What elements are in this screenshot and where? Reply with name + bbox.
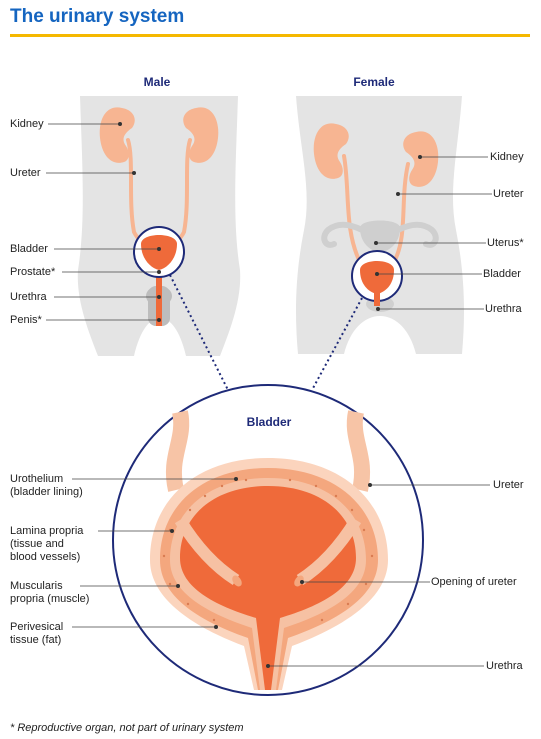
label-muscularis: Muscularis	[10, 580, 63, 592]
female-label-bladder: Bladder	[483, 268, 521, 280]
label-bladder-ureter: Ureter	[493, 479, 524, 491]
label-bladder-urethra: Urethra	[486, 660, 524, 672]
female-label-ureter: Ureter	[493, 188, 524, 200]
female-urethra	[374, 292, 380, 306]
female-label-urethra: Urethra	[485, 303, 523, 315]
label-lamina-propria: Lamina propria	[10, 525, 84, 537]
female-fallopian-right	[395, 221, 439, 248]
male-figure	[77, 96, 241, 356]
female-label-uterus: Uterus*	[487, 237, 524, 249]
bladder-heading: Bladder	[247, 415, 292, 429]
title-underline	[10, 34, 530, 37]
male-bladder	[141, 235, 177, 270]
female-kidney-right	[403, 131, 439, 187]
bladder-ureter-left	[165, 410, 190, 492]
page-title: The urinary system	[10, 6, 185, 27]
muscle-texture-dots	[162, 478, 374, 622]
male-kidney-right	[183, 107, 219, 163]
female-ureter-left	[342, 154, 362, 264]
bladder-lumen	[180, 486, 356, 690]
male-label-ureter: Ureter	[10, 167, 41, 179]
label-urothelium-sub: (bladder lining)	[10, 486, 83, 498]
female-uterus	[360, 220, 400, 252]
intramural-ureter-left	[174, 516, 240, 586]
female-heading: Female	[353, 75, 395, 89]
male-label-kidney: Kidney	[10, 118, 44, 130]
female-figure	[296, 96, 464, 354]
female-label-kidney: Kidney	[490, 151, 524, 163]
female-fallopian-left	[321, 221, 365, 248]
male-label-bladder: Bladder	[10, 243, 48, 255]
bladder-cross-section	[112, 384, 424, 696]
ureter-opening-left	[232, 575, 242, 587]
male-kidney-left	[99, 107, 135, 163]
bladder-ureter-right	[346, 410, 371, 492]
label-lamina-propria-sub1: (tissue and	[10, 538, 64, 550]
label-lamina-propria-sub2: blood vessels)	[10, 551, 80, 563]
male-label-prostate: Prostate*	[10, 266, 56, 278]
female-ureter-right	[392, 162, 410, 264]
label-urothelium: Urothelium	[10, 473, 63, 485]
footnote: * Reproductive organ, not part of urinar…	[10, 722, 244, 734]
female-bladder	[360, 261, 394, 294]
label-muscularis-sub: propria (muscle)	[10, 593, 89, 605]
label-perivesical-sub: tissue (fat)	[10, 634, 61, 646]
male-label-penis: Penis*	[10, 314, 43, 326]
leader-lines	[46, 122, 492, 668]
male-heading: Male	[144, 75, 171, 89]
male-zoom-connector	[169, 274, 229, 391]
label-perivesical: Perivesical	[10, 621, 63, 633]
intramural-ureter-right	[296, 516, 362, 586]
label-opening-of-ureter: Opening of ureter	[431, 576, 517, 588]
male-label-urethra: Urethra	[10, 291, 48, 303]
female-kidney-left	[313, 123, 349, 179]
